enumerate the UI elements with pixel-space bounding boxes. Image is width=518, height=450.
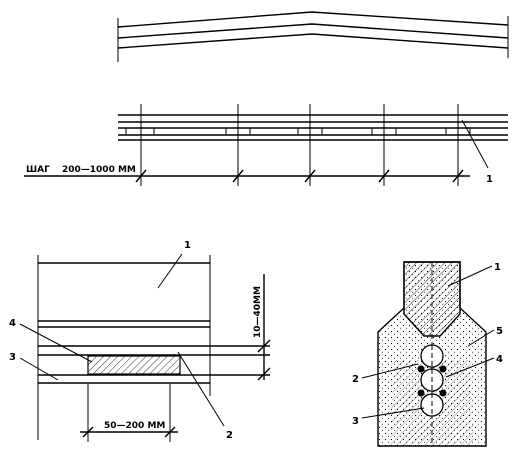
side-view: 10—40ММ 50—200 ММ 1 4 3 2 [9, 240, 271, 442]
leader-2 [361, 363, 419, 379]
callout-3-section: 3 [352, 416, 359, 427]
leader-2 [177, 351, 225, 427]
step-label: ШАГ [26, 165, 50, 175]
leader-5 [467, 329, 495, 347]
weld-position-markers [140, 104, 459, 186]
callout-3-side: 3 [9, 352, 16, 363]
leader-1 [157, 253, 183, 289]
section-view: 1 5 4 2 3 [352, 261, 503, 447]
top-view: ШАГ 200—1000 ММ 1 [24, 11, 509, 186]
leader-3 [361, 407, 425, 419]
weld-point [439, 389, 447, 397]
step-dimension: ШАГ 200—1000 ММ [24, 165, 470, 183]
callout-1-top: 1 [486, 174, 493, 185]
gap-dimension-label: 10—40ММ [253, 286, 263, 338]
leader-4 [19, 323, 93, 363]
callout-4-side: 4 [9, 318, 16, 329]
step-range-label: 200—1000 ММ [62, 165, 136, 175]
upper-chord [117, 11, 509, 62]
weld-point [417, 389, 425, 397]
leader-1 [447, 265, 493, 287]
weld-point [417, 365, 425, 373]
weld-bead [87, 355, 181, 375]
length-dimension: 50—200 ММ [80, 384, 178, 442]
callout-1-side: 1 [184, 240, 191, 251]
gap-dimension: 10—40ММ [253, 274, 271, 381]
callout-1-section: 1 [494, 262, 501, 273]
weld-point [439, 365, 447, 373]
leader-3 [19, 357, 59, 381]
length-dimension-label: 50—200 ММ [104, 421, 165, 431]
callout-2-side: 2 [226, 430, 233, 441]
callout-4-section: 4 [496, 354, 503, 365]
leader-4 [445, 357, 495, 378]
lower-rails [118, 114, 508, 141]
callout-2-section: 2 [352, 374, 359, 385]
leader-1 [461, 119, 489, 169]
callout-5-section: 5 [496, 326, 503, 337]
